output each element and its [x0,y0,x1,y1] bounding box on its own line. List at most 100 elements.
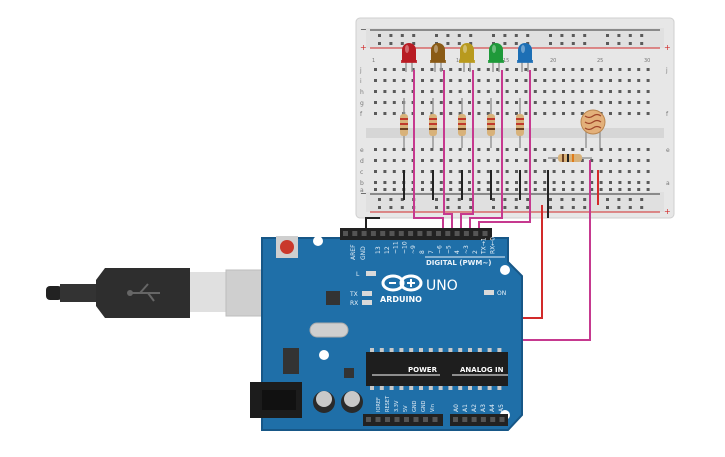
breadboard-hole[interactable] [562,188,565,191]
breadboard-hole[interactable] [609,170,612,173]
rail-hole[interactable] [514,42,518,45]
rail-hole[interactable] [446,198,450,201]
breadboard-hole[interactable] [590,79,594,82]
photoresistor[interactable] [580,109,606,148]
breadboard-hole[interactable] [524,148,528,151]
breadboard-hole[interactable] [609,112,612,115]
breadboard-hole[interactable] [646,90,650,93]
rail-hole[interactable] [606,198,609,201]
breadboard-hole[interactable] [637,90,641,93]
breadboard-hole[interactable] [524,101,528,104]
breadboard-hole[interactable] [543,148,547,151]
header-pin[interactable] [408,231,414,236]
breadboard-hole[interactable] [477,181,481,184]
breadboard-hole[interactable] [609,181,612,184]
breadboard-hole[interactable] [477,159,481,162]
breadboard-hole[interactable] [468,90,471,93]
breadboard-hole[interactable] [477,170,481,173]
breadboard-hole[interactable] [571,68,575,71]
breadboard-hole[interactable] [402,148,406,151]
breadboard-hole[interactable] [552,148,556,151]
breadboard-hole[interactable] [496,159,500,162]
breadboard-hole[interactable] [533,148,537,151]
breadboard-hole[interactable] [524,159,528,162]
breadboard-hole[interactable] [496,112,500,115]
breadboard-hole[interactable] [590,90,594,93]
breadboard-hole[interactable] [402,159,406,162]
rail-hole[interactable] [457,42,461,45]
breadboard-hole[interactable] [590,148,594,151]
breadboard-hole[interactable] [421,170,424,173]
green-led[interactable] [488,43,504,72]
breadboard-hole[interactable] [543,90,547,93]
breadboard-hole[interactable] [590,159,594,162]
breadboard-hole[interactable] [562,181,565,184]
breadboard-hole[interactable] [374,79,377,82]
breadboard-hole[interactable] [637,79,641,82]
breadboard-hole[interactable] [646,148,650,151]
breadboard-hole[interactable] [524,181,528,184]
breadboard-hole[interactable] [421,159,424,162]
breadboard-hole[interactable] [496,101,500,104]
wire-led5[interactable] [478,70,531,233]
breadboard-hole[interactable] [430,159,434,162]
breadboard-hole[interactable] [618,68,622,71]
rail-hole[interactable] [412,42,416,45]
rail-hole[interactable] [400,34,404,37]
rail-hole[interactable] [606,34,609,37]
breadboard-hole[interactable] [571,181,575,184]
breadboard-hole[interactable] [374,188,377,191]
breadboard-hole[interactable] [496,90,500,93]
rail-hole[interactable] [503,206,507,209]
breadboard-hole[interactable] [571,112,575,115]
breadboard-hole[interactable] [496,68,500,71]
rail-hole[interactable] [469,206,473,209]
header-pin[interactable] [453,417,458,422]
breadboard-hole[interactable] [637,170,641,173]
wire-led1[interactable] [413,70,444,233]
breadboard-hole[interactable] [515,159,518,162]
rail-hole[interactable] [400,198,404,201]
header-pin[interactable] [482,231,488,236]
yellow-led[interactable] [459,43,475,72]
breadboard-hole[interactable] [449,181,453,184]
digital-header[interactable] [340,228,492,240]
breadboard-hole[interactable] [627,181,631,184]
breadboard-hole[interactable] [392,79,396,82]
breadboard-hole[interactable] [449,101,453,104]
breadboard-hole[interactable] [515,112,518,115]
breadboard-hole[interactable] [580,112,584,115]
breadboard-hole[interactable] [580,170,584,173]
rail-hole[interactable] [446,42,450,45]
rail-hole[interactable] [435,198,438,201]
breadboard-hole[interactable] [505,79,509,82]
rail-hole[interactable] [389,206,393,209]
header-pin[interactable] [454,231,460,236]
breadboard-hole[interactable] [374,181,377,184]
breadboard-hole[interactable] [477,188,481,191]
breadboard-hole[interactable] [543,159,547,162]
header-pin[interactable] [490,417,496,422]
breadboard-hole[interactable] [599,170,603,173]
rail-hole[interactable] [389,198,393,201]
header-pin[interactable] [463,231,469,236]
breadboard-hole[interactable] [505,101,509,104]
rail-hole[interactable] [549,198,552,201]
brown-led[interactable] [430,43,446,72]
breadboard-hole[interactable] [449,90,453,93]
breadboard-hole[interactable] [533,68,537,71]
resistor-5[interactable] [516,98,524,148]
rail-hole[interactable] [435,206,438,209]
header-pin[interactable] [385,417,390,422]
rail-hole[interactable] [606,206,609,209]
breadboard-hole[interactable] [646,170,650,173]
rail-hole[interactable] [526,206,530,209]
breadboard-hole[interactable] [439,188,443,191]
header-pin[interactable] [375,417,381,422]
breadboard-hole[interactable] [468,170,471,173]
breadboard-hole[interactable] [486,112,490,115]
rail-hole[interactable] [560,198,564,201]
breadboard-hole[interactable] [392,181,396,184]
breadboard-hole[interactable] [486,148,490,151]
rail-hole[interactable] [628,34,632,37]
